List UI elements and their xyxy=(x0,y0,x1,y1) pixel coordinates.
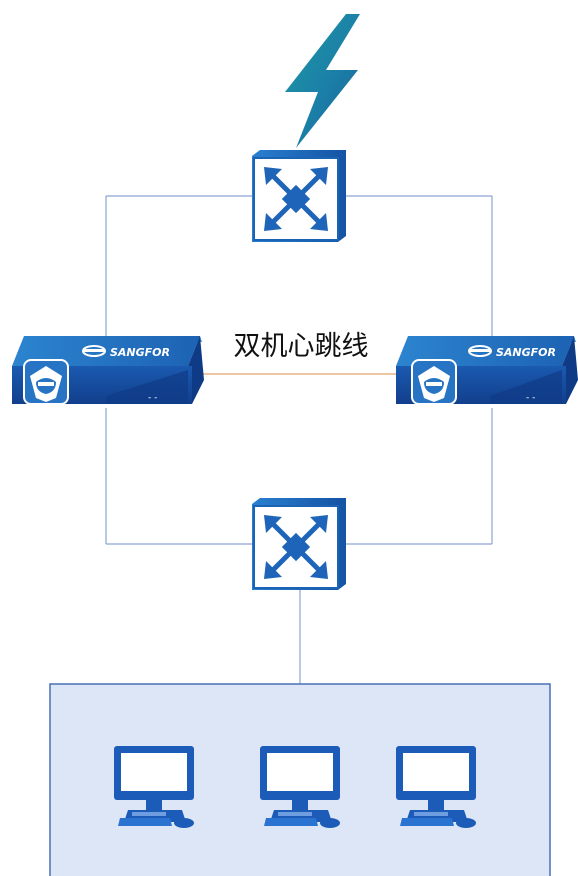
brand-label-right: SANGFOR xyxy=(496,346,556,359)
sangfor-appliance-right: SANGFOR - - xyxy=(396,336,578,405)
shield-icon xyxy=(418,366,450,402)
shield-icon xyxy=(30,366,62,402)
status-indicator-left: - - xyxy=(148,393,157,403)
heartbeat-label: 双机心跳线 xyxy=(234,331,369,362)
brand-label-left: SANGFOR xyxy=(110,346,170,359)
sangfor-logo-icon xyxy=(82,345,106,357)
status-indicator-right: - - xyxy=(526,393,535,403)
sangfor-appliance-left: SANGFOR - - xyxy=(12,336,204,405)
link-lines xyxy=(105,195,493,684)
lightning-bolt-icon xyxy=(285,14,360,148)
switch-icon-bottom xyxy=(252,498,346,590)
sangfor-logo-icon xyxy=(468,345,492,357)
switch-icon-top xyxy=(252,150,346,242)
